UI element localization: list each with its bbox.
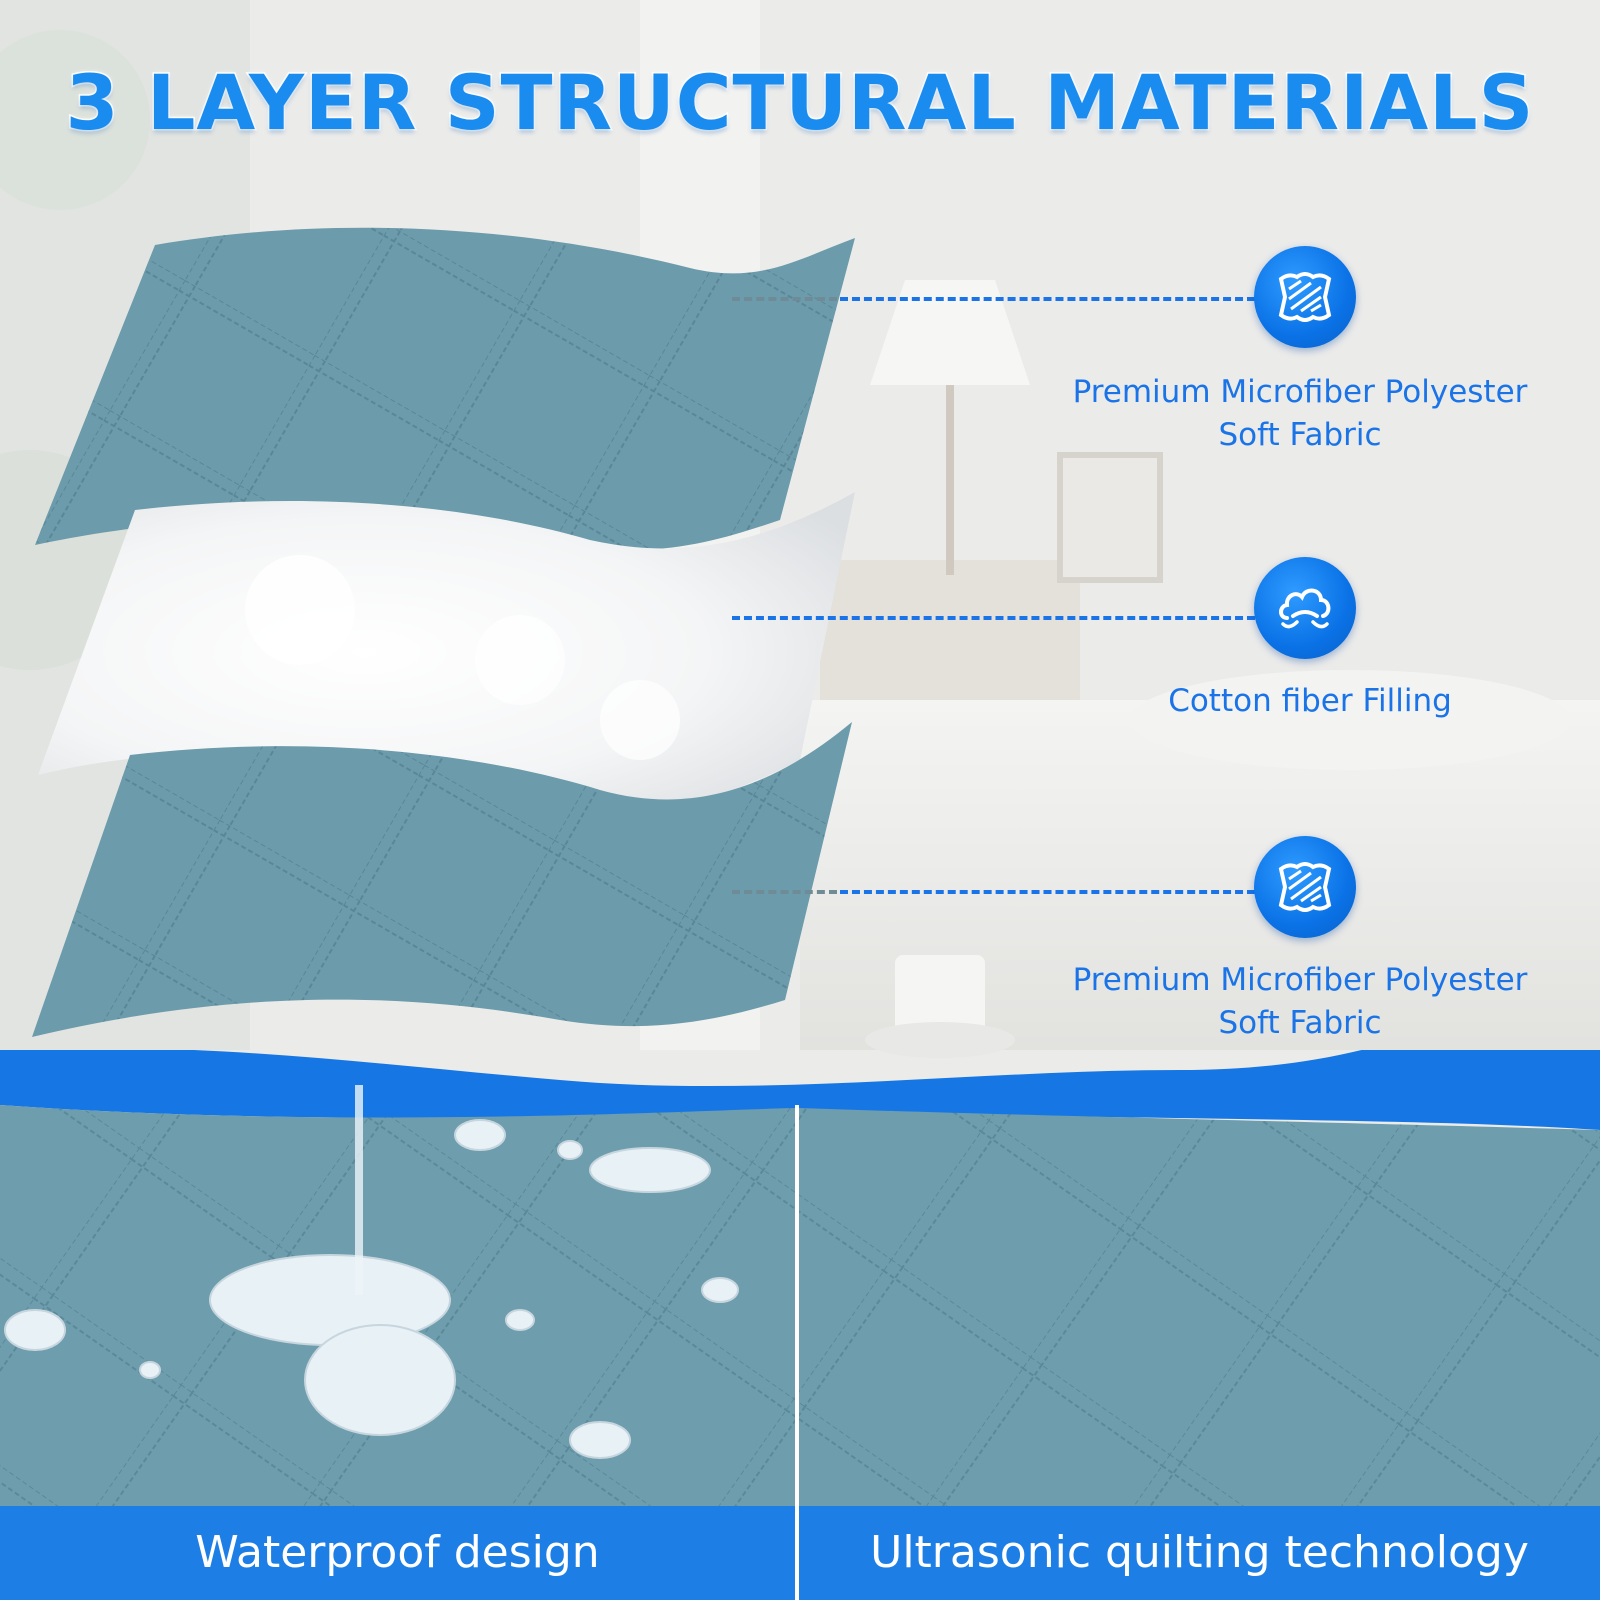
- feature-label-bottom-line1: Premium Microfiber Polyester: [1072, 962, 1528, 998]
- feature-label-bottom: Premium Microfiber Polyester Soft Fabric: [1040, 959, 1560, 1045]
- callout-line-top-grey: [732, 297, 837, 301]
- fabric-weave-icon: [1254, 836, 1356, 938]
- panel-divider: [795, 1105, 799, 1600]
- feature-label-top-line2: Soft Fabric: [1218, 417, 1382, 453]
- callout-line-bottom-grey: [732, 890, 837, 894]
- page-title: 3 LAYER STRUCTURAL MATERIALS: [64, 57, 1535, 149]
- callout-line-middle: [732, 616, 1255, 620]
- callout-line-top: [840, 297, 1255, 301]
- caption-bar-left: [0, 1506, 795, 1600]
- callout-line-bottom: [840, 890, 1255, 894]
- fabric-weave-icon: [1254, 246, 1356, 348]
- feature-label-bottom-line2: Soft Fabric: [1218, 1005, 1382, 1041]
- bottom-panels: [0, 1050, 1600, 1600]
- caption-bar-right: [799, 1506, 1600, 1600]
- feature-label-top: Premium Microfiber Polyester Soft Fabric: [1040, 371, 1560, 457]
- bottom-fabric-layer: [32, 722, 852, 1037]
- quilting-photo: [799, 1108, 1600, 1600]
- feature-label-middle-line1: Cotton fiber Filling: [1168, 683, 1452, 719]
- layers-illustration: [32, 227, 855, 1037]
- water-droplets: [4, 1119, 739, 1459]
- blue-wave-band: [0, 1050, 1600, 1130]
- feature-label-top-line1: Premium Microfiber Polyester: [1072, 374, 1528, 410]
- cotton-cloud-icon: [1254, 557, 1356, 659]
- top-fabric-layer: [35, 227, 855, 551]
- feature-label-middle: Cotton fiber Filling: [1060, 680, 1560, 723]
- caption-waterproof: Waterproof design: [195, 1527, 600, 1578]
- caption-ultrasonic: Ultrasonic quilting technology: [870, 1527, 1529, 1578]
